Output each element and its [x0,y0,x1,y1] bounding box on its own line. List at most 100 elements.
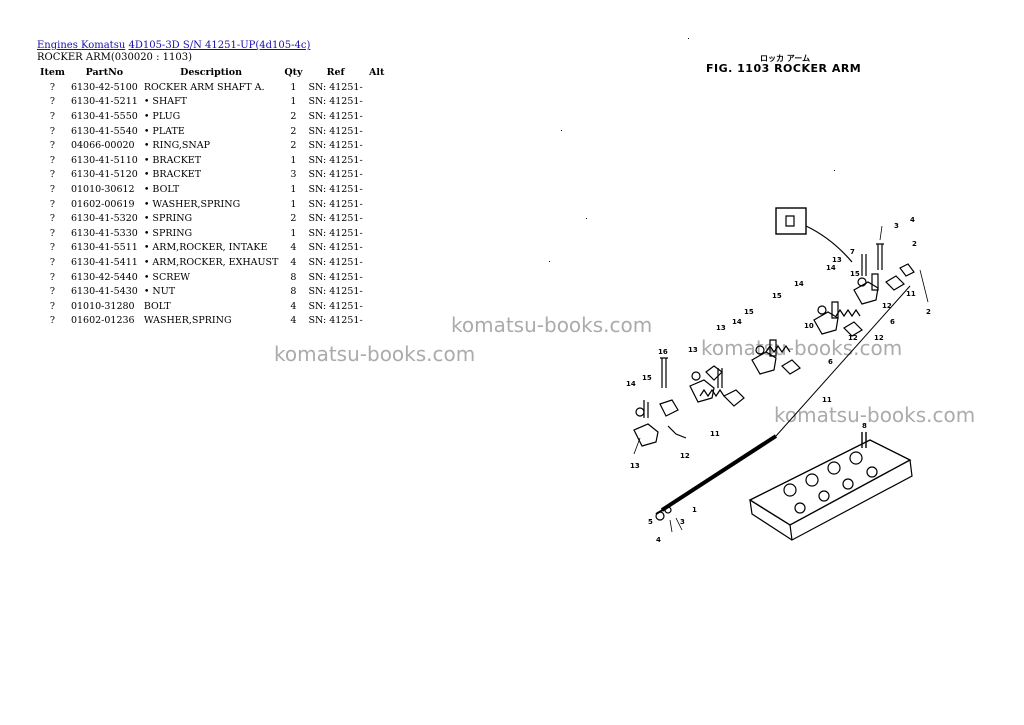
breadcrumb-link-engines[interactable]: Engines Komatsu [37,40,126,51]
callout-number: 10 [804,322,814,330]
rocker-arm-group-2 [689,365,745,407]
watermark: komatsu-books.com [274,342,476,366]
cell-alt [366,168,388,183]
cell-description: • NUT [143,286,176,298]
callout-number: 13 [688,346,698,354]
cell-item: ? [49,198,56,210]
cell-partno: 6130-41-5320 [70,213,138,225]
cell-ref: SN: 41251- [308,154,363,166]
callout-number: 14 [732,318,742,326]
cell-description: • ARM,ROCKER, INTAKE [143,242,268,254]
rocker-arm-group-4 [813,301,863,337]
callout-number: 12 [874,334,884,342]
page-subtitle: ROCKER ARM(030020 : 1103) [37,52,192,63]
callout-number: 15 [772,292,782,300]
breadcrumb: Engines Komatsu 4D105-3D S/N 41251-UP(4d… [37,40,310,51]
cell-item: ? [49,286,56,298]
cell-alt [366,211,388,226]
cell-alt [366,197,388,212]
callout-number: 15 [744,308,754,316]
cell-qty: 1 [290,81,297,93]
callout-number: 14 [626,380,636,388]
callout-number: 7 [850,248,855,256]
cell-item: ? [49,154,56,166]
callout-number: 11 [822,396,832,404]
callout-number: 13 [630,462,640,470]
bolt [876,243,884,270]
header-alt: Alt [368,67,385,78]
cylinder-head [748,432,913,541]
watermark: komatsu-books.com [701,336,903,360]
rocker-arm-group-1 [633,399,687,447]
callout-number: 12 [680,452,690,460]
cell-ref: SN: 41251- [308,300,363,312]
callout-number: 15 [850,270,860,278]
shaft-axis-line [775,285,911,437]
cell-partno: 6130-41-5330 [70,227,138,239]
callout-number: 12 [848,334,858,342]
cell-alt [366,182,388,197]
cell-qty: 1 [290,154,297,166]
rocker-arm-exploded-diagram: 13 5 4 3 1 14 15 16 13 11 12 13 14 15 15… [626,207,931,544]
callout-number: 3 [894,222,899,230]
cell-item: ? [49,227,56,239]
cell-description: • BOLT [143,183,180,195]
cell-alt [366,314,388,329]
callout-number: 14 [826,264,836,272]
cell-qty: 4 [290,242,297,254]
scan-speck [561,130,562,131]
cell-item: ? [49,81,56,93]
cell-partno: 01602-01236 [70,315,135,327]
breadcrumb-link-model[interactable]: 4D105-3D S/N 41251-UP(4d105-4c) [128,40,311,51]
cell-partno: 6130-41-5540 [70,125,138,137]
cell-partno: 6130-41-5211 [70,96,138,108]
cell-ref: SN: 41251- [308,96,363,108]
cell-description: BOLT [143,300,171,312]
cell-ref: SN: 41251- [308,183,363,195]
parts-table: Item PartNo Description Qty Ref Alt ?613… [37,65,388,328]
scan-speck [834,170,835,171]
inset-detail-box [775,207,807,235]
cell-qty: 2 [290,110,297,122]
callout-number: 4 [910,216,915,224]
cell-description: • SPRING [143,213,193,225]
cell-partno: 6130-41-5120 [70,169,138,181]
cell-item: ? [49,125,56,137]
callout-number: 11 [906,290,916,298]
rocker-arm-group-3 [751,339,801,375]
cell-description: WASHER,SPRING [143,315,232,327]
cell-item: ? [49,271,56,283]
cell-ref: SN: 41251- [308,213,363,225]
scan-speck [549,261,550,262]
cell-qty: 1 [290,183,297,195]
cell-description: • PLATE [143,125,185,137]
cell-partno: 04066-00020 [70,140,135,152]
callout-number: 15 [642,374,652,382]
cell-ref: SN: 41251- [308,227,363,239]
cell-item: ? [49,110,56,122]
cell-ref: SN: 41251- [308,198,363,210]
cell-qty: 8 [290,271,297,283]
cell-alt [366,299,388,314]
callout-number: 6 [890,318,895,326]
cell-alt [366,241,388,256]
cell-qty: 4 [290,256,297,268]
cell-item: ? [49,183,56,195]
cell-item: ? [49,169,56,181]
rocker-shaft [660,434,778,512]
cell-description: • WASHER,SPRING [143,198,241,210]
cell-description: • BRACKET [143,169,202,181]
cell-item: ? [49,315,56,327]
cell-description: • SHAFT [143,96,188,108]
cell-item: ? [49,213,56,225]
cell-ref: SN: 41251- [308,315,363,327]
spring [835,308,861,318]
